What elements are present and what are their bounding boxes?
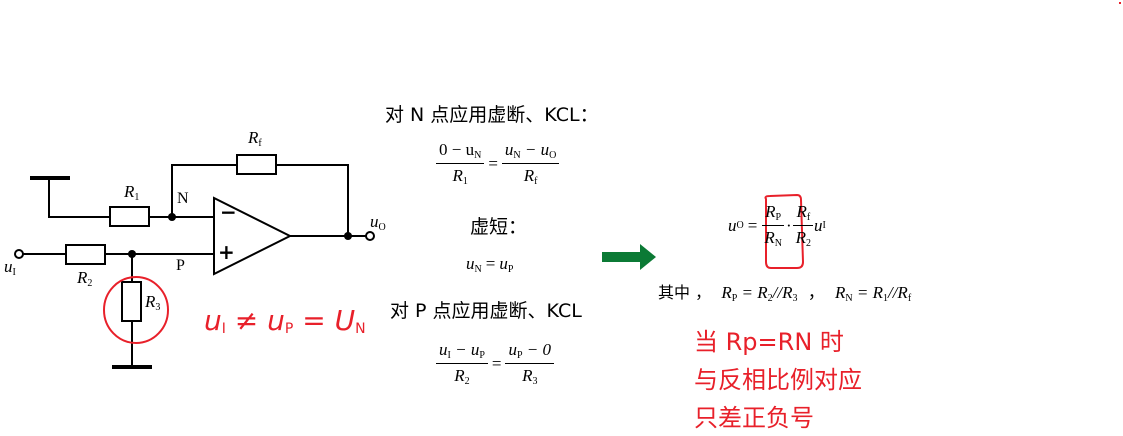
equation-definitions: 其中 ， RP = R2//R3 ， RN = R1//Rf [658,283,912,304]
annotation-box-rp-rn [764,193,805,269]
label-rf: Rf [248,128,262,149]
label-r2: R2 [77,268,93,289]
resistor-r2 [65,244,106,265]
wire-feedback-left [171,164,237,217]
step1-heading: 对 N 点应用虚断、KCL： [385,104,599,126]
right-arrow-icon [602,244,656,270]
handwritten-note-line1: 当 Rp=RN 时 [694,328,844,356]
label-output-uo: uO [370,212,386,233]
annotation-ui-neq-up-eq-un: uI ≠ uP = UN [204,304,366,337]
step2-heading: 虚短： [470,216,528,238]
equation-kcl-p: uI − uP R2 = uP − 0 R3 [436,340,555,387]
fraction-rp-over-rn: RP RN [761,202,785,249]
op-amp-minus-sign: − [220,200,237,224]
equation-virtual-short: uN=uP [466,254,514,275]
resistor-r1 [109,206,150,227]
label-node-p: P [176,257,185,274]
resistor-r3 [121,281,142,322]
label-r1: R1 [124,182,140,203]
label-node-n: N [177,190,189,207]
wire-ground-to-r1 [48,178,110,218]
label-input-ui: uI [4,257,16,278]
annotation-circle-r3 [103,276,169,344]
op-amp-triangle [213,196,293,276]
handwritten-note-line3: 只差正负号 [694,404,814,432]
label-r3: R3 [145,292,161,313]
op-amp-plus-sign: + [218,240,235,264]
junction-output [344,232,352,240]
rp-definition: RP = R2//R3 [721,283,798,304]
output-terminal [365,231,375,241]
rn-definition: RN = R1//Rf [835,283,912,304]
junction-p [128,250,136,258]
wire-feedback-right [276,164,349,236]
junction-n [168,213,176,221]
marker-dot [1119,2,1121,4]
equation-kcl-n: 0 − uN R1 = uN − uO Rf [436,140,560,187]
handwritten-note-line2: 与反相比例对应 [694,366,862,394]
step3-heading: 对 P 点应用虚断、KCL [390,300,582,322]
input-terminal [14,249,24,259]
resistor-rf [236,154,277,175]
fraction-rf-over-r2: Rf R2 [793,202,814,249]
